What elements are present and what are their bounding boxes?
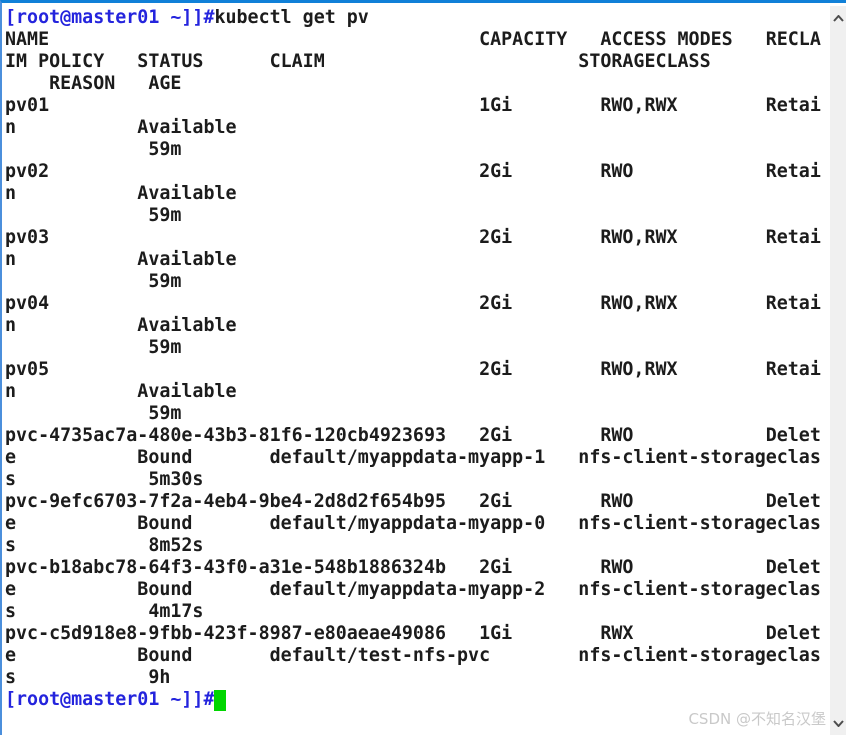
table-row-line: pvc-b18abc78-64f3-43f0-a31e-548b1886324b… (5, 557, 821, 578)
table-row-line: e Bound default/myappdata-myapp-2 nfs-cl… (5, 579, 821, 600)
table-row-line: s 9h (5, 667, 171, 688)
table-row-line: pvc-9efc6703-7f2a-4eb4-9be4-2d8d2f654b95… (5, 491, 821, 512)
table-header-line: REASON AGE (5, 73, 182, 94)
table-header-line: NAME CAPACITY ACCESS MODES RECLA (5, 29, 821, 50)
scrollbar[interactable] (830, 6, 846, 735)
table-row-line: e Bound default/test-nfs-pvc nfs-client-… (5, 645, 821, 666)
table-row-line: 59m (5, 271, 182, 292)
table-row-line: pvc-c5d918e8-9fbb-423f-8987-e80aeae49086… (5, 623, 821, 644)
table-row-line: pv05 2Gi RWO,RWX Retai (5, 359, 821, 380)
table-row-line: 59m (5, 337, 182, 358)
table-row-line: n Available (5, 117, 821, 138)
table-row-line: pv01 1Gi RWO,RWX Retai (5, 95, 821, 116)
table-row-line: e Bound default/myappdata-myapp-0 nfs-cl… (5, 513, 821, 534)
table-row-line: pvc-4735ac7a-480e-43b3-81f6-120cb4923693… (5, 425, 821, 446)
prompt-line: [root@master01 ~]]# (5, 689, 828, 711)
shell-command: kubectl get pv (214, 7, 369, 28)
scroll-down-arrow-icon[interactable] (830, 715, 846, 731)
table-row-line: pv03 2Gi RWO,RWX Retai (5, 227, 821, 248)
shell-prompt: [root@master01 ~]]# (5, 689, 215, 710)
table-row-line: 59m (5, 403, 182, 424)
command-line: [root@master01 ~]]#kubectl get pv (5, 7, 828, 29)
terminal-cursor (214, 690, 226, 711)
table-row-line: s 8m52s (5, 535, 204, 556)
table-row-line: n Available (5, 381, 821, 402)
table-row-line: 59m (5, 205, 182, 226)
shell-prompt: [root@master01 ~]]# (5, 7, 215, 28)
table-row-line: 59m (5, 139, 182, 160)
table-row-line: pv02 2Gi RWO Retai (5, 161, 821, 182)
table-row-line: n Available (5, 315, 821, 336)
table-row-line: n Available (5, 183, 821, 204)
table-row-line: s 4m17s (5, 601, 204, 622)
scroll-up-arrow-icon[interactable] (830, 10, 846, 26)
table-row-line: e Bound default/myappdata-myapp-1 nfs-cl… (5, 447, 821, 468)
table-row-line: pv04 2Gi RWO,RWX Retai (5, 293, 821, 314)
table-row-line: n Available (5, 249, 821, 270)
table-row-line: s 5m30s (5, 469, 204, 490)
table-header-line: IM POLICY STATUS CLAIM STORAGECLASS (5, 51, 821, 72)
